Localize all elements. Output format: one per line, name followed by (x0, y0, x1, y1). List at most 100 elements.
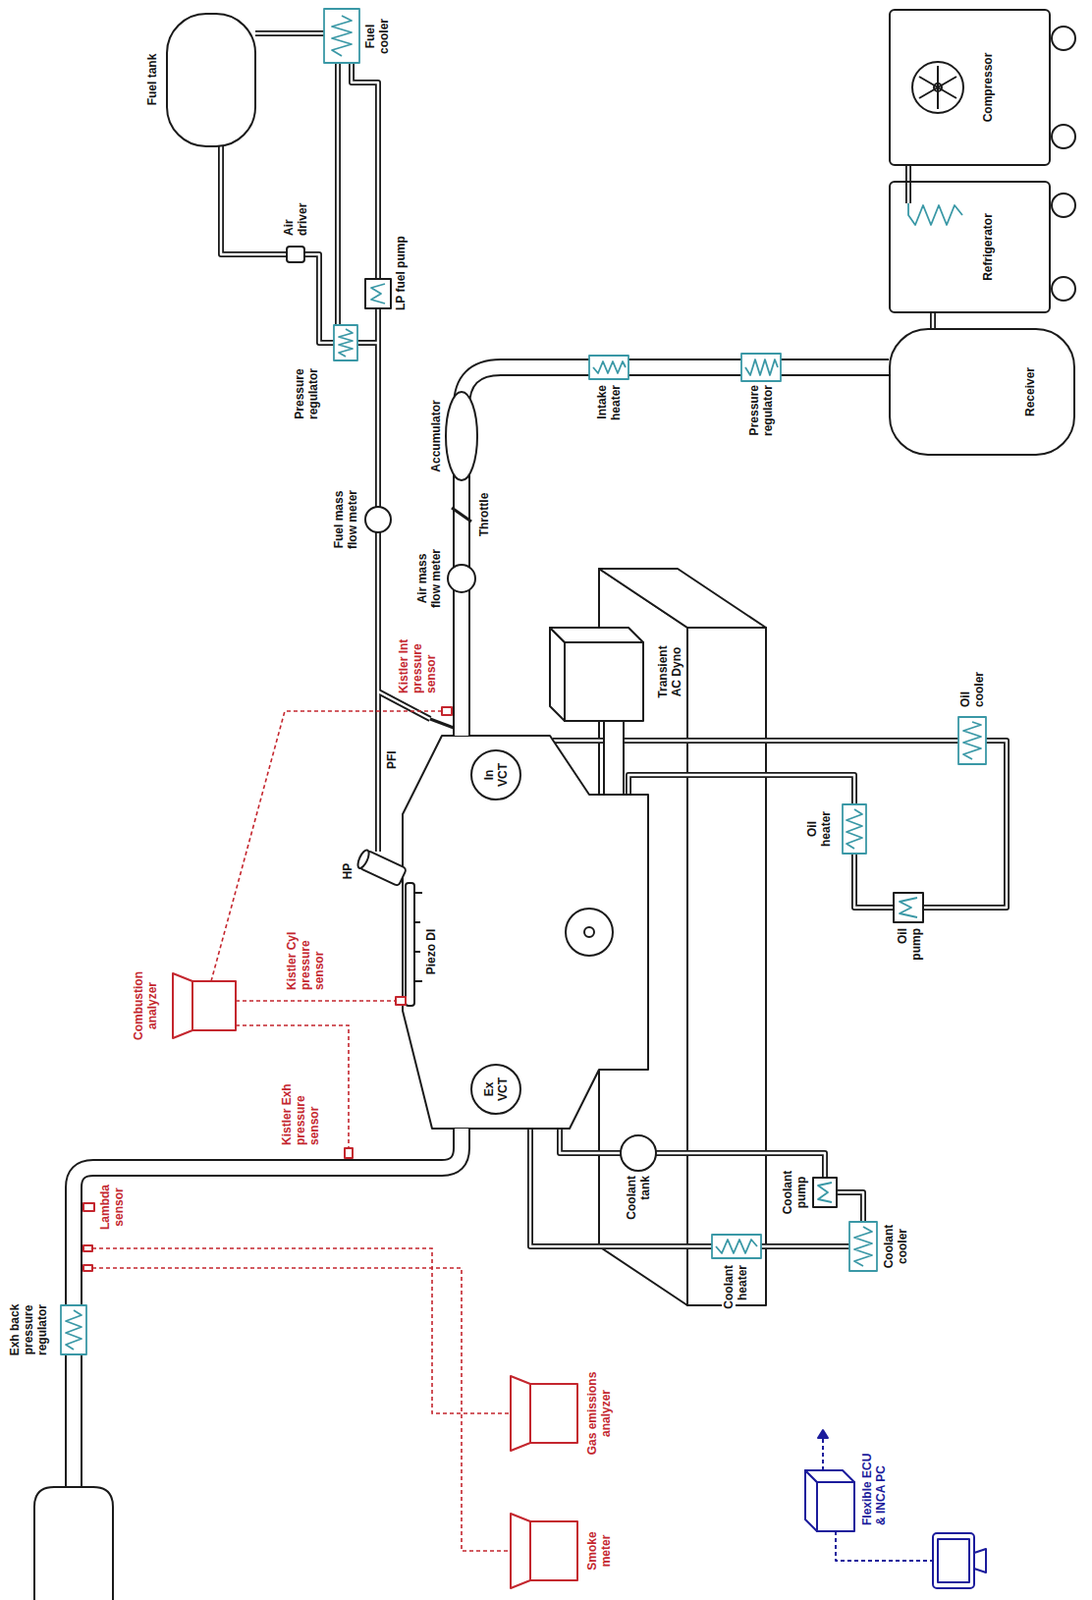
ecu-and-pc-part (817, 1481, 855, 1531)
label-holder: Coolant pump (780, 1162, 809, 1222)
heat-exchanger-symbols (60, 8, 986, 1355)
components-part (166, 13, 256, 147)
engine-part (355, 848, 407, 886)
ecu-and-pc-part (818, 1429, 828, 1438)
components-part (1051, 26, 1076, 51)
label-holder: Lambda sensor (98, 1181, 126, 1233)
components-part (813, 1177, 837, 1207)
component-label: Exh back pressure regulator (7, 1303, 50, 1358)
instrumentation-part (83, 1264, 93, 1271)
heat-exchanger-symbols-part (842, 804, 867, 854)
instrumentation (83, 707, 578, 1588)
components-part (365, 278, 391, 309)
label-holder: LP fuel pump (393, 213, 408, 312)
components-part (620, 1135, 656, 1171)
component-name: Compressor (981, 51, 995, 125)
component-label: LP fuel pump (393, 234, 408, 312)
engine-part (564, 642, 644, 721)
heat-exchanger-symbols-part (324, 8, 360, 63)
heat-exchanger-symbols-part (899, 897, 918, 918)
component-label: Kistler Int pressure sensor (396, 638, 438, 695)
component-label: Coolant tank (624, 1174, 653, 1221)
heat-exchanger-symbols-part (715, 1239, 758, 1254)
components-part (445, 391, 478, 481)
component-label: Air mass flow meter (415, 547, 443, 609)
engine-part (430, 718, 454, 728)
component-label: Piezo DI (424, 928, 438, 977)
cam-phaser-circle: Ex VCT (470, 1063, 522, 1115)
components-part (286, 246, 305, 263)
engine-part (405, 882, 415, 1006)
component-label: Accumulator (429, 398, 443, 473)
component-label: Pressure regulator (747, 383, 775, 437)
components-part (365, 506, 391, 533)
receiver-tank: Receiver (888, 327, 1076, 456)
engine-part (414, 892, 423, 982)
component-label: Lambda sensor (98, 1183, 126, 1231)
heat-exchanger-symbols-part (745, 359, 778, 376)
pipe-bore (907, 165, 910, 181)
heat-exchanger-symbols-part (846, 809, 863, 849)
signal-lines-part (211, 710, 442, 982)
components-part (1051, 276, 1076, 301)
signal-lines-part (92, 1267, 511, 1551)
component-label: Oil pump (895, 927, 924, 962)
components (34, 13, 1076, 1600)
label-holder: Flexible ECU & INCA PC (860, 1447, 888, 1527)
signal-lines-part (235, 1025, 349, 1148)
components-part (1051, 193, 1076, 218)
label-holder: Gas emissions analyzer (585, 1366, 613, 1461)
heat-exchanger-symbols-part (338, 328, 353, 357)
label-holder: Exh back pressure regulator (7, 1280, 50, 1379)
heat-exchanger-symbols-part (741, 353, 781, 382)
label-holder: Coolant tank (624, 1174, 653, 1234)
component-label: Oil heater (805, 810, 833, 848)
cam-phaser-circle: In VCT (470, 749, 522, 801)
component-label: HP (340, 862, 355, 881)
label-holder: Coolant cooler (881, 1216, 910, 1276)
instrumentation-part (344, 1147, 353, 1158)
heat-exchanger-symbols-part (371, 283, 385, 304)
engine-part (584, 927, 595, 937)
component-label: Coolant pump (780, 1169, 809, 1216)
engine-part-part (355, 848, 372, 871)
instrumentation-part (172, 973, 193, 1038)
components-part (919, 65, 957, 110)
test-bed-slab-part (599, 568, 766, 628)
label-holder: Fuel mass flow meter (331, 485, 360, 554)
label-holder: Pressure regulator (747, 383, 775, 453)
component-label: Fuel cooler (363, 17, 391, 55)
heat-exchanger-symbols-part (593, 361, 626, 374)
label-holder: Kistler Exh pressure sensor (279, 1072, 322, 1147)
components-part (451, 507, 472, 522)
components-part (893, 892, 924, 923)
heat-exchanger-symbols-part (333, 325, 358, 361)
instrumentation-part (530, 1383, 578, 1443)
component-label: Flexible ECU & INCA PC (860, 1452, 888, 1527)
components-part (447, 564, 476, 593)
component-name: Ex VCT (482, 1072, 510, 1106)
component-label: Fuel tank (145, 53, 160, 108)
pipe-wall (905, 165, 912, 181)
compressor-box: Compressor (888, 8, 1051, 166)
heat-exchanger-symbols-part (958, 716, 986, 765)
label-holder: Coolant heater (721, 1263, 750, 1323)
engine-part (549, 627, 644, 643)
components-part (912, 61, 964, 113)
component-label: Kistler Exh pressure sensor (279, 1082, 322, 1147)
pipe-wall (929, 313, 936, 328)
component-label: Coolant heater (721, 1263, 750, 1311)
pipe-bore (931, 313, 934, 328)
component-label: Kistler Cyl pressure sensor (284, 930, 327, 991)
ecu-and-pc-part (805, 1470, 855, 1482)
instrumentation-part (510, 1513, 531, 1588)
component-label: Oil cooler (958, 670, 986, 709)
label-holder: Throttle (477, 485, 492, 545)
engine-part (603, 720, 624, 795)
label-holder: Kistler Cyl pressure sensor (284, 920, 327, 991)
signal-lines-part (92, 1248, 511, 1414)
duct-wall (73, 367, 889, 1487)
label-holder: Intake heater (595, 383, 623, 443)
